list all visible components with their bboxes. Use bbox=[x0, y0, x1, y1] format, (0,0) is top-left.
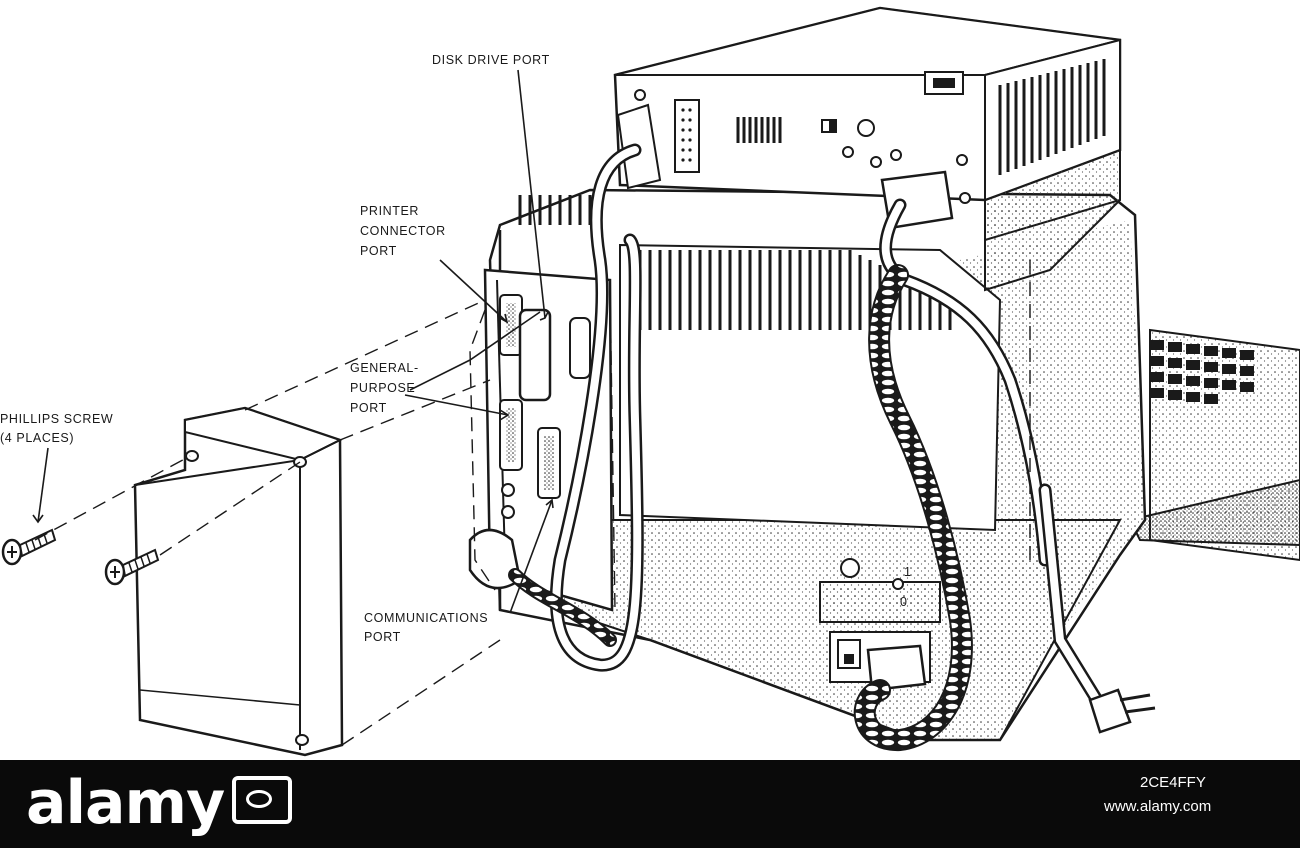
label-screw-line2: (4 PLACES) bbox=[0, 431, 74, 445]
callout-labels: DISK DRIVE PORT PRINTER CONNECTOR PORT G… bbox=[0, 53, 550, 644]
phillips-screw-2 bbox=[104, 548, 160, 586]
alamy-logo: alamy bbox=[26, 768, 293, 838]
label-general-line2: PURPOSE bbox=[350, 381, 415, 395]
phillips-screws bbox=[1, 528, 160, 586]
drive-screws bbox=[634, 89, 971, 204]
leader-arrows bbox=[32, 69, 554, 614]
spare-port-slot bbox=[569, 317, 591, 379]
image-id: 2CE4FFY bbox=[1140, 774, 1206, 791]
camera-icon bbox=[232, 776, 293, 825]
keyboard-keys bbox=[1150, 340, 1254, 404]
power-panel: 1 0 bbox=[819, 558, 941, 692]
label-general-line1: GENERAL- bbox=[350, 361, 419, 375]
alignment-dash-lines bbox=[34, 260, 1031, 746]
power-cord-plug bbox=[866, 644, 927, 692]
disk-drive-port-connector bbox=[518, 308, 552, 402]
brand-text: alamy bbox=[26, 768, 225, 838]
panel-knob bbox=[840, 558, 860, 578]
printer-port-connector bbox=[499, 294, 523, 356]
label-printer-line1: PRINTER bbox=[360, 204, 419, 218]
label-disk-drive-port: DISK DRIVE PORT bbox=[432, 53, 550, 67]
label-printer-line3: PORT bbox=[360, 244, 397, 258]
site-url: www.alamy.com bbox=[1104, 798, 1212, 815]
cables bbox=[508, 143, 1107, 751]
label-screw-line1: PHILLIPS SCREW bbox=[0, 412, 113, 426]
computer-rear-diagram: 1 0 bbox=[0, 6, 1300, 757]
monitor-housing bbox=[488, 188, 1147, 742]
general-purpose-port-connector bbox=[499, 399, 523, 471]
label-comm-line2: PORT bbox=[364, 630, 401, 644]
rear-cover-plate bbox=[133, 406, 344, 757]
keyboard bbox=[1128, 328, 1300, 562]
switch-on-label: 1 bbox=[904, 565, 912, 579]
communications-port-connector bbox=[537, 427, 561, 499]
switch-off-label: 0 bbox=[900, 595, 908, 609]
wall-plug bbox=[1088, 688, 1156, 734]
watermark-bar: alamy 2CE4FFY www.alamy.com bbox=[0, 760, 1300, 848]
phillips-screw-1 bbox=[1, 528, 57, 566]
label-printer-line2: CONNECTOR bbox=[360, 224, 446, 238]
label-comm-line1: COMMUNICATIONS bbox=[364, 611, 488, 625]
drive-connector-port bbox=[674, 99, 700, 173]
label-general-line3: PORT bbox=[350, 401, 387, 415]
diagram-canvas: 1 0 bbox=[0, 6, 1300, 757]
drive-vents bbox=[736, 59, 1106, 175]
drive-knob bbox=[857, 119, 875, 137]
